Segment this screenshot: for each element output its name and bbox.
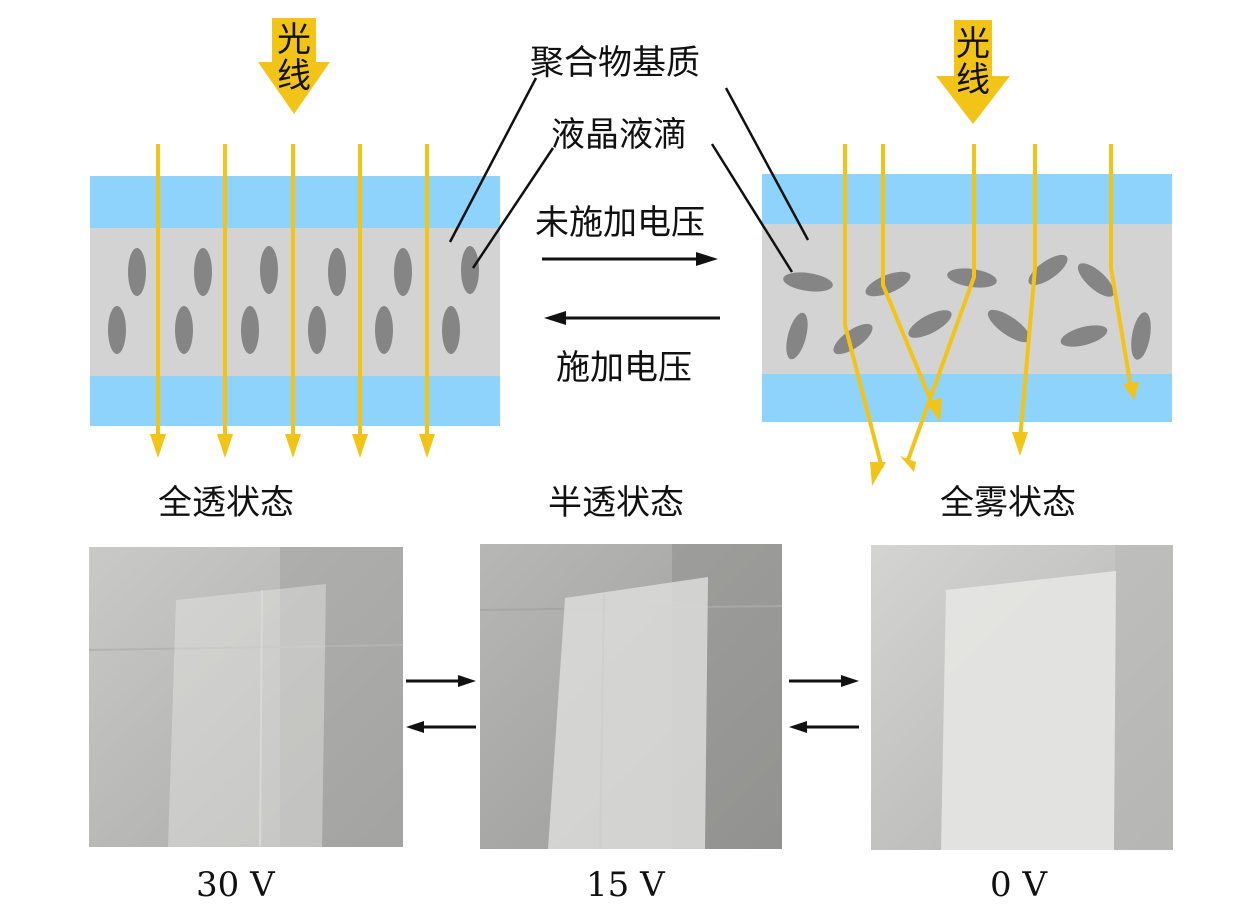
- film-edge: [599, 593, 605, 850]
- droplet: [987, 309, 1031, 343]
- light-ray: [1018, 144, 1037, 441]
- right-bottom-electrode: [762, 374, 1172, 422]
- photo-shadow: [1115, 545, 1173, 850]
- film-edge: [259, 589, 263, 848]
- droplet: [908, 310, 952, 338]
- light-ray-arrowhead: [1012, 432, 1028, 456]
- light-label-right: 光线: [951, 26, 995, 98]
- droplet: [375, 306, 393, 354]
- polymer-matrix-label: 聚合物基质: [530, 43, 700, 83]
- light-arrow-icon: [936, 20, 1010, 124]
- leader-lines: [448, 77, 810, 273]
- right-droplets: [783, 254, 1151, 360]
- light-label-text: 光线: [277, 20, 311, 96]
- light-ray-arrowhead: [900, 456, 916, 472]
- droplet: [786, 312, 808, 360]
- arrow-left-icon-head: [544, 311, 566, 325]
- droplet: [442, 306, 460, 354]
- right-top-electrode: [762, 174, 1172, 224]
- apply-voltage-label: 施加电压: [556, 348, 692, 388]
- voltage-label-15v: 15 V: [586, 865, 665, 905]
- light-ray-arrowhead: [352, 434, 368, 458]
- droplet: [308, 306, 326, 354]
- right-ray-arrowheads: [870, 382, 1139, 486]
- left-droplets: [108, 246, 479, 354]
- droplet: [461, 246, 479, 294]
- droplet: [241, 306, 259, 354]
- arrow-left-icon-head: [789, 721, 807, 733]
- leader-line-droplet-right: [710, 143, 794, 273]
- state-arrows: [542, 252, 720, 325]
- photo-arrows: [406, 675, 859, 733]
- state-label-fully-hazy: 全雾状态: [940, 483, 1076, 523]
- photo-semi-transparent: [479, 544, 783, 850]
- droplet: [128, 248, 146, 296]
- droplet: [175, 306, 193, 354]
- light-ray: [843, 144, 884, 469]
- light-ray: [1109, 144, 1133, 389]
- droplet: [865, 271, 911, 297]
- light-ray-arrowhead: [1123, 382, 1139, 400]
- light-ray: [906, 144, 976, 461]
- leader-line-droplet-left: [471, 147, 555, 269]
- left-light-rays: [150, 144, 435, 458]
- droplet: [783, 272, 833, 292]
- leader-line-matrix-left: [448, 77, 538, 243]
- droplet: [108, 306, 126, 354]
- arrow-right-icon-head: [841, 675, 859, 687]
- light-ray-arrowhead: [285, 434, 301, 458]
- light-label-left: 光线: [272, 22, 316, 94]
- photo-fully-transparent: [88, 547, 404, 848]
- state-label-semi-transparent: 半透状态: [548, 483, 684, 523]
- voltage-label-30v: 30 V: [196, 865, 275, 905]
- droplet: [1028, 254, 1068, 286]
- voltage-label-0v: 0 V: [990, 865, 1047, 905]
- light-ray: [881, 144, 936, 409]
- droplet: [833, 323, 873, 355]
- droplet: [260, 246, 278, 294]
- no-voltage-label: 未施加电压: [535, 203, 705, 243]
- light-ray-arrowhead: [150, 434, 166, 458]
- arrow-right-icon-head: [458, 675, 476, 687]
- photo-shadow: [280, 547, 403, 847]
- arrow-right-icon-head: [696, 252, 718, 266]
- right-light-rays: [843, 144, 1133, 469]
- light-label-text: 光线: [956, 24, 990, 100]
- droplet: [394, 248, 412, 296]
- film-sheet: [941, 571, 1116, 850]
- light-ray-arrowhead: [926, 398, 942, 422]
- lc-droplet-label: 液晶液滴: [551, 115, 687, 155]
- light-ray-arrowhead: [419, 434, 435, 458]
- left-cell: [90, 18, 500, 458]
- arrow-left-icon-head: [406, 721, 424, 733]
- state-label-fully-transparent: 全透状态: [158, 483, 294, 523]
- droplet: [1077, 263, 1115, 297]
- photo-fully-hazy: [871, 545, 1173, 850]
- film-sheet: [168, 584, 326, 847]
- droplet: [194, 248, 212, 296]
- light-arrow-icon: [258, 18, 330, 114]
- right-cell: [762, 20, 1172, 486]
- light-ray-arrowhead: [217, 434, 233, 458]
- leader-line-matrix-right: [724, 87, 810, 241]
- film-sheet: [548, 577, 708, 849]
- droplet: [328, 248, 346, 296]
- light-ray-arrowhead: [870, 462, 886, 486]
- droplet: [1131, 312, 1151, 360]
- tile-seam: [88, 644, 404, 651]
- droplet: [1060, 325, 1108, 347]
